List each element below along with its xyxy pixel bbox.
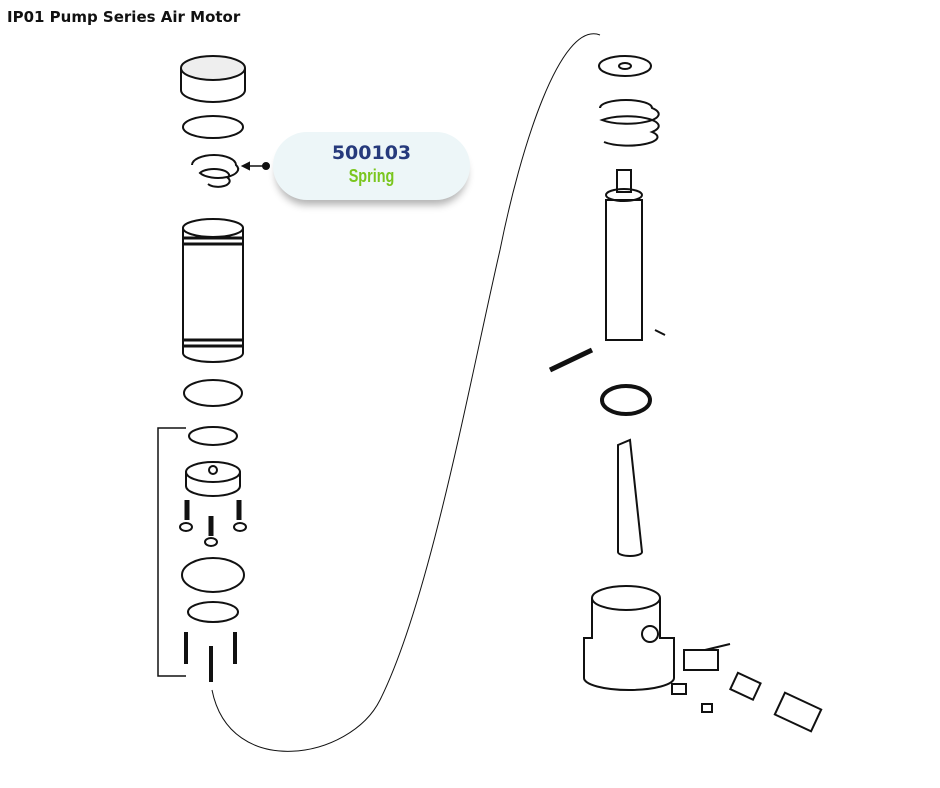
cap-part bbox=[180, 55, 246, 103]
spring-part bbox=[599, 99, 660, 147]
cylinder-part bbox=[182, 218, 244, 363]
o-ring-part bbox=[183, 379, 243, 407]
pump-base-part bbox=[583, 585, 675, 691]
washer-part bbox=[598, 55, 652, 77]
ball-valve-part bbox=[683, 643, 731, 671]
plate-part bbox=[188, 426, 238, 446]
piston-part bbox=[185, 461, 241, 497]
page-title: IP01 Pump Series Air Motor bbox=[7, 8, 241, 26]
piston-rod-part bbox=[605, 169, 643, 341]
part-callout: 500103 Spring bbox=[273, 132, 470, 200]
o-ring-part bbox=[182, 115, 244, 139]
cone-part bbox=[617, 438, 644, 557]
spring-part bbox=[191, 154, 240, 188]
part-name: Spring bbox=[348, 166, 395, 186]
part-number: 500103 bbox=[331, 142, 412, 164]
o-ring-part bbox=[181, 557, 245, 593]
